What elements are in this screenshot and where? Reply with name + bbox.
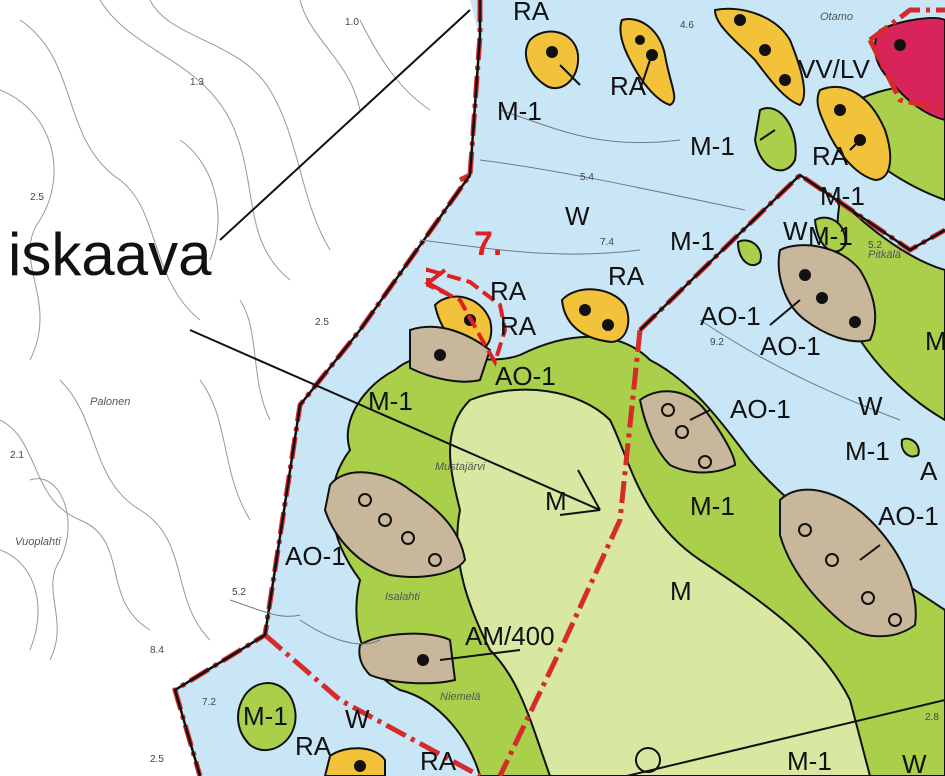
label-ra: RA — [295, 731, 332, 761]
label-w: W — [565, 201, 590, 231]
selection-arrow-icon — [424, 268, 449, 296]
label-ao1: AO-1 — [760, 331, 821, 361]
depth-value: 2.1 — [10, 450, 24, 461]
label-ra: RA — [812, 141, 849, 171]
selection-marker — [426, 267, 508, 367]
depth-value: 5.2 — [232, 587, 246, 598]
depth-value: 9.2 — [710, 337, 724, 348]
label-m: M — [545, 486, 567, 516]
depth-value: 2.5 — [315, 317, 329, 328]
topographic-contours — [0, 0, 431, 661]
label-m1: M-1 — [243, 701, 288, 731]
label-vvlv: VV/LV — [798, 54, 870, 84]
label-ra: RA — [608, 261, 645, 291]
islet-m1-w — [813, 216, 847, 253]
label-a: A — [920, 456, 938, 486]
label-m1: M-1 — [690, 131, 735, 161]
place-name: Otamo — [820, 11, 853, 23]
label-am400: AM/400 — [465, 621, 555, 651]
place-name: Niemelä — [440, 691, 480, 703]
depth-value: 1.3 — [190, 77, 204, 88]
place-name: Isalahti — [385, 591, 420, 603]
thin-lines — [229, 109, 901, 645]
zone-labels: RA RA RA RA RA RA RA RA M-1 M-1 M-1 M-1 … — [243, 0, 945, 776]
label-ao1: AO-1 — [878, 501, 939, 531]
place-name: Vuoplahti — [15, 536, 61, 548]
depth-value: 8.4 — [150, 645, 164, 656]
islet-m1-mid — [736, 239, 762, 267]
islet-m1-small — [900, 437, 920, 458]
label-w: W — [345, 704, 370, 734]
leader-lines — [189, 9, 945, 776]
label-m1: M-1 — [845, 436, 890, 466]
heading-text: iskaava — [8, 221, 212, 288]
islet-m1-top — [753, 107, 797, 172]
label-m1: M-1 — [925, 326, 945, 356]
place-names: Otamo Pitkälä Palonen Mustajärvi Niemelä… — [15, 11, 901, 703]
forest-area-light — [449, 388, 872, 776]
label-ao1: AO-1 — [730, 394, 791, 424]
label-w: W — [858, 391, 883, 421]
depth-value: 2.5 — [150, 754, 164, 765]
label-ao1: AO-1 — [495, 361, 556, 391]
depth-value: 7.2 — [202, 697, 216, 708]
place-name: Pitkälä — [868, 249, 901, 261]
place-name: Mustajärvi — [435, 461, 486, 473]
marker-number: 7. — [474, 225, 502, 263]
label-ao1: AO-1 — [700, 301, 761, 331]
label-ao1: AO-1 — [285, 541, 346, 571]
depth-value: 1.0 — [345, 17, 359, 28]
label-m1: M-1 — [497, 96, 542, 126]
depth-value: 2.5 — [30, 192, 44, 203]
label-ra: RA — [420, 746, 457, 776]
depth-value: 7.4 — [600, 237, 614, 248]
label-ra: RA — [500, 311, 537, 341]
depth-value: 4.6 — [680, 20, 694, 31]
label-m1: M-1 — [808, 221, 853, 251]
depth-values: 1.0 1.3 2.5 2.5 2.1 4.6 5.4 7.4 9.2 5.2 … — [10, 17, 939, 765]
depth-value: 2.8 — [925, 712, 939, 723]
zone-rings — [358, 403, 902, 773]
label-m1: M-1 — [690, 491, 735, 521]
label-m1: M-1 — [787, 746, 832, 776]
label-w: W — [902, 749, 927, 776]
label-ra: RA — [610, 71, 647, 101]
label-m: M — [670, 576, 692, 606]
depth-value: 5.2 — [868, 240, 882, 251]
label-m1: M-1 — [820, 181, 865, 211]
label-w: W — [783, 216, 808, 246]
place-name: Palonen — [90, 396, 130, 408]
label-m1: M-1 — [670, 226, 715, 256]
plan-boundary-black — [173, 0, 945, 776]
label-ra: RA — [513, 0, 550, 26]
zone-dots — [354, 14, 906, 772]
depth-value: 5.4 — [580, 172, 594, 183]
label-ra: RA — [490, 276, 527, 306]
label-m1: M-1 — [368, 386, 413, 416]
islet-m1-bottom-left — [237, 682, 297, 751]
